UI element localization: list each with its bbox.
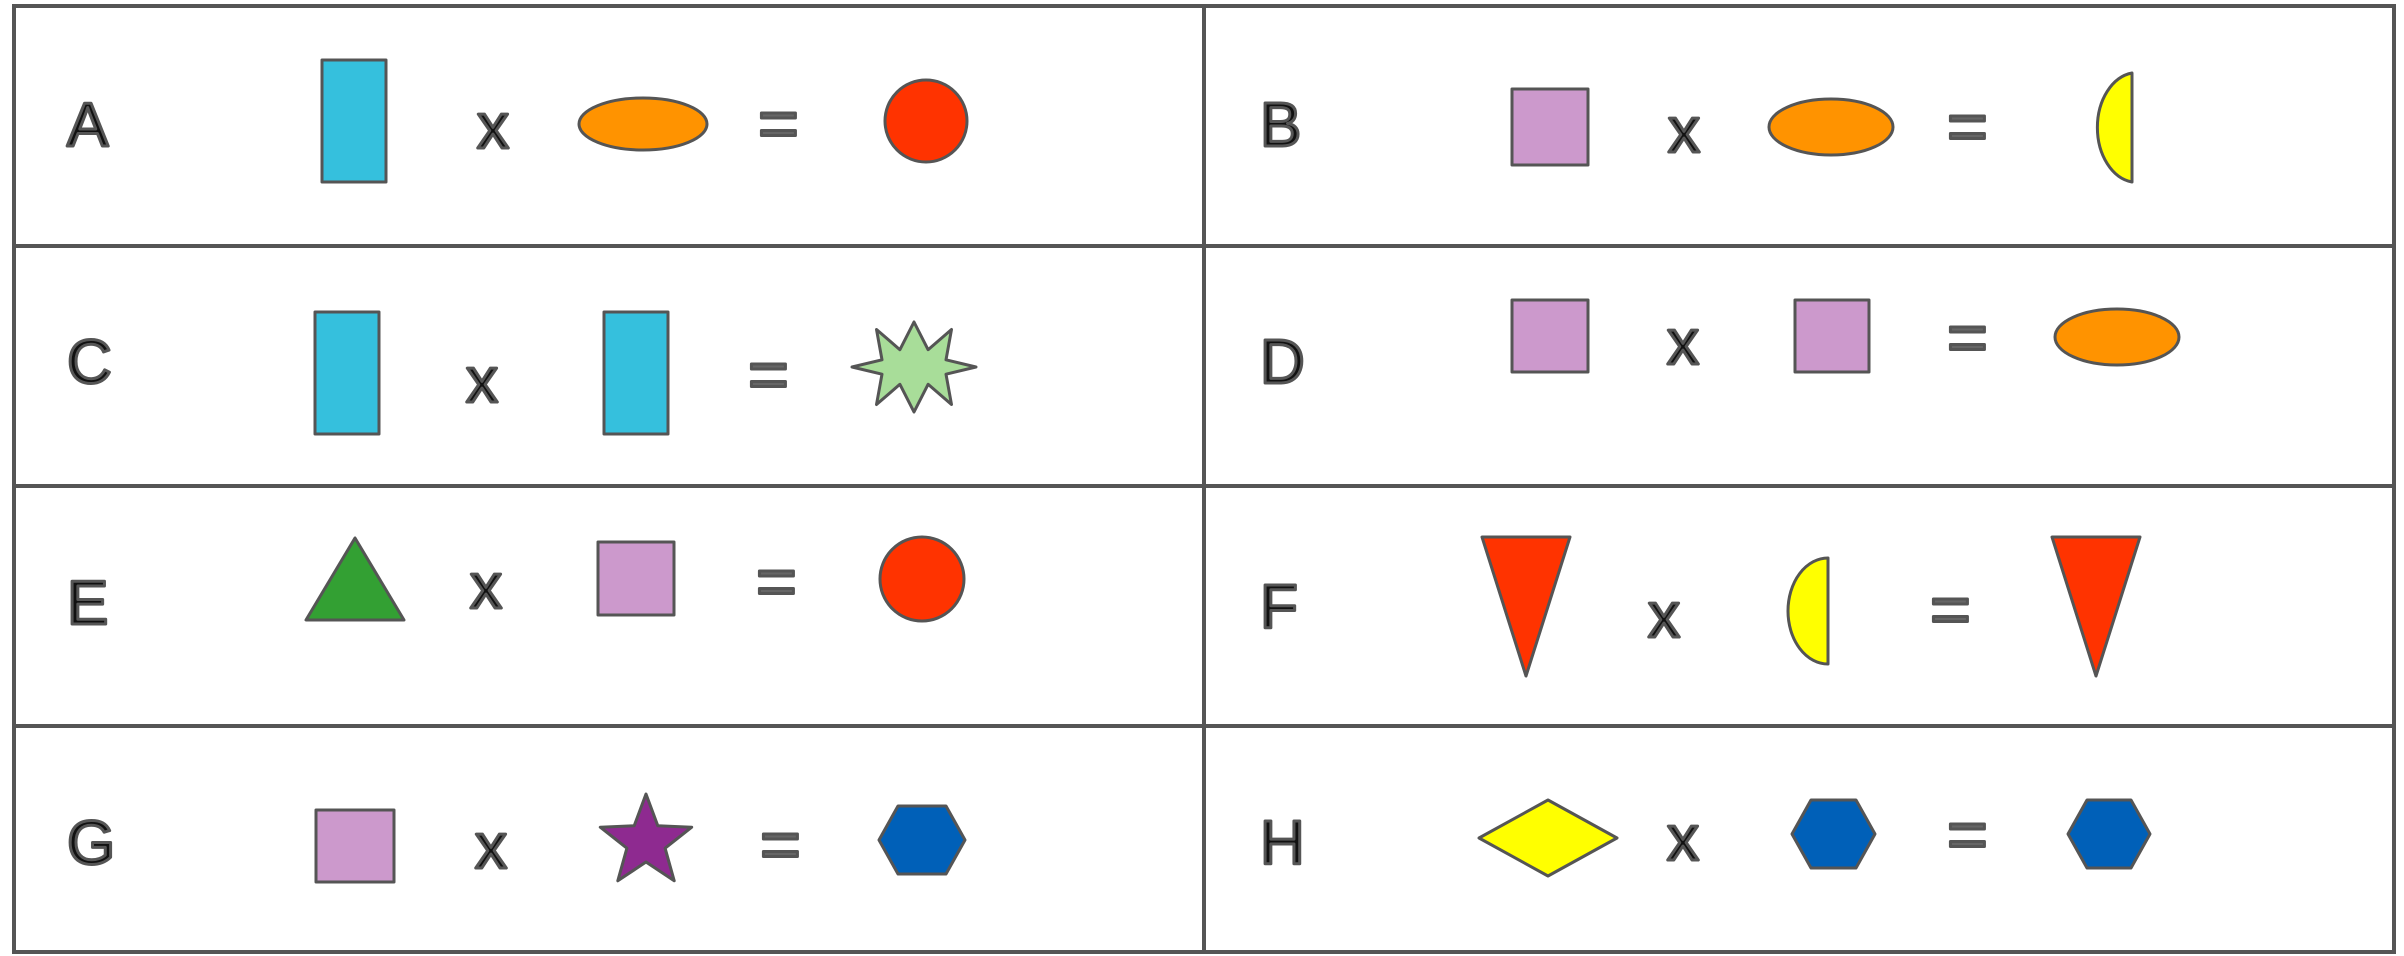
blue-hexagon-shape xyxy=(877,804,967,876)
times-sign: x xyxy=(470,550,502,622)
red-circle-shape xyxy=(878,535,966,623)
times-sign: x xyxy=(1668,94,1700,166)
equals-sign: = xyxy=(756,542,797,620)
cell-a: A x = xyxy=(66,58,969,184)
times-sign: x xyxy=(466,344,498,416)
equals-sign: = xyxy=(1947,298,1988,376)
yellow-half-circle-shape xyxy=(2095,71,2134,184)
times-sign: x xyxy=(1648,579,1680,651)
pink-square-shape xyxy=(314,808,396,884)
yellow-half-circle-shape xyxy=(1786,556,1830,666)
cell-g: G x = xyxy=(66,792,967,885)
times-sign: x xyxy=(475,810,507,882)
equals-sign: = xyxy=(1947,795,1988,873)
pink-square-shape xyxy=(596,540,676,617)
times-sign: x xyxy=(1667,306,1699,378)
cell-c: C x = xyxy=(66,310,978,436)
green-starburst-shape xyxy=(850,320,978,414)
cell-d: D x = xyxy=(1259,297,2181,399)
red-inverted-triangle-shape xyxy=(2050,535,2142,678)
equals-sign: = xyxy=(748,335,789,413)
red-circle-shape xyxy=(883,78,969,164)
yellow-diamond-shape xyxy=(1477,798,1619,878)
row-letter-e: E xyxy=(67,569,108,638)
cell-e: E x = xyxy=(66,535,966,640)
blue-rectangle-shape xyxy=(602,310,670,436)
row-letter-g: G xyxy=(67,809,115,878)
blue-hexagon-shape xyxy=(2066,798,2152,870)
pink-square-shape xyxy=(1793,298,1871,374)
equals-sign: = xyxy=(1947,87,1988,165)
equals-sign: = xyxy=(1930,570,1971,648)
blue-rectangle-shape xyxy=(313,310,381,436)
cell-h: H x = xyxy=(1259,794,2152,880)
orange-ellipse-shape xyxy=(2053,307,2181,367)
blue-rectangle-shape xyxy=(320,58,388,184)
pink-square-shape xyxy=(1510,87,1590,167)
equals-sign: = xyxy=(758,84,799,162)
row-letter-a: A xyxy=(67,91,109,160)
row-letter-b: B xyxy=(1260,91,1301,160)
row-letter-c: C xyxy=(67,328,112,397)
row-letter-h: H xyxy=(1260,809,1305,878)
red-inverted-triangle-shape xyxy=(1480,535,1572,678)
pink-square-shape xyxy=(1510,298,1590,374)
row-letter-f: F xyxy=(1260,573,1298,642)
blue-hexagon-shape xyxy=(1790,798,1877,870)
orange-ellipse-shape xyxy=(577,96,709,152)
times-sign: x xyxy=(1667,802,1699,874)
equals-sign: = xyxy=(760,805,801,883)
row-letter-d: D xyxy=(1260,328,1305,397)
cell-b: B x = xyxy=(1259,71,2134,184)
cell-f: F x = xyxy=(1259,535,2142,678)
green-triangle-shape xyxy=(304,536,406,622)
orange-ellipse-shape xyxy=(1767,97,1895,157)
times-sign: x xyxy=(477,90,509,162)
purple-star-shape xyxy=(598,792,694,883)
grid-lines xyxy=(12,4,2396,954)
